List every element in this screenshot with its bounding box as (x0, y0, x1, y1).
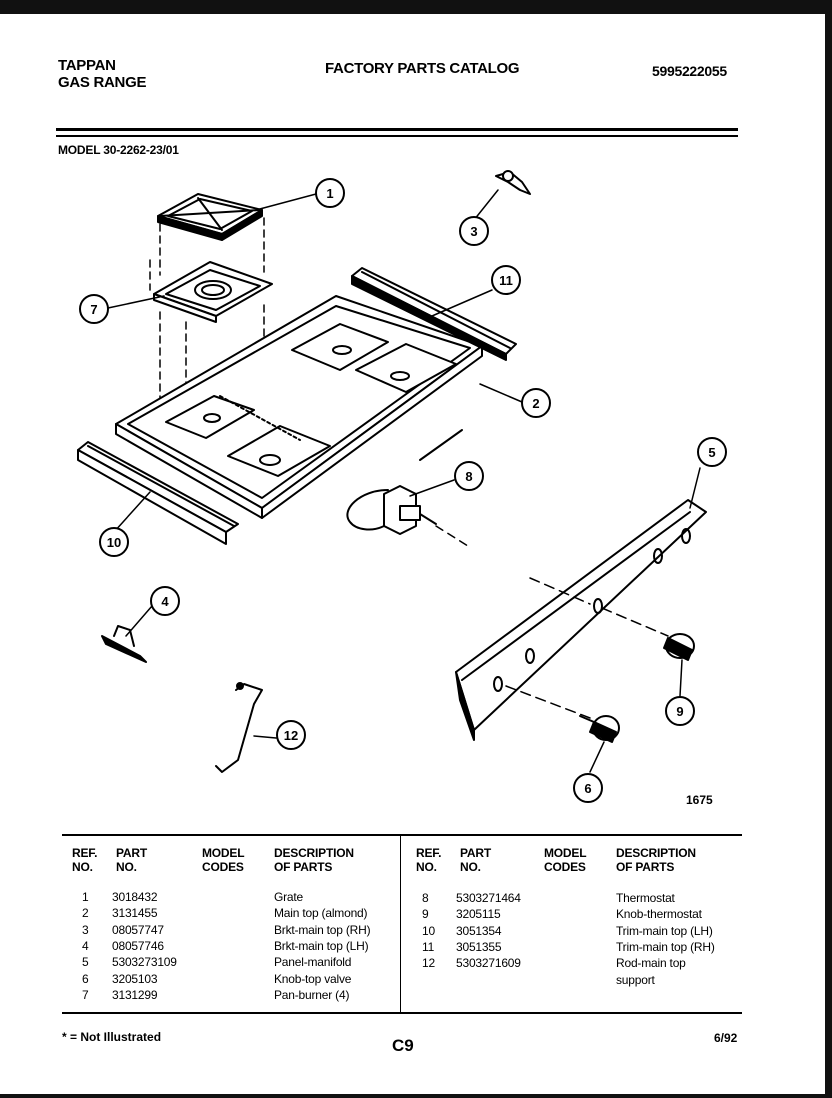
thermostat-part (346, 429, 469, 547)
cell-desc: Brkt-main top (RH) (274, 922, 371, 937)
trim-rh-part (351, 267, 517, 361)
table-bottom-rule (62, 1012, 742, 1014)
cell-ref: 9 (422, 907, 429, 922)
scan-border-bottom (0, 1094, 832, 1098)
header-rule-thin (56, 135, 738, 137)
cell-ref: 2 (82, 906, 89, 921)
cell-desc: Panel-manifold (274, 955, 352, 970)
table-top-rule (62, 834, 742, 836)
callout-label-12: 12 (284, 728, 298, 743)
callout-label-6: 6 (584, 781, 591, 796)
not-illustrated-note: * = Not Illustrated (62, 1030, 162, 1044)
cell-ref: 5 (82, 955, 89, 970)
catalog-date: 6/92 (714, 1031, 738, 1045)
cell-ref: 11 (422, 939, 435, 954)
callout-label-11: 11 (499, 273, 513, 288)
cell-desc: Rod-main top (616, 956, 686, 971)
cell-part: 5303271464 (456, 891, 521, 905)
cell-ref: 6 (82, 971, 89, 986)
product-name: GAS RANGE (58, 74, 147, 91)
cell-desc: Trim-main top (RH) (616, 939, 715, 954)
callout-circle-8 (454, 461, 484, 491)
callout-label-10: 10 (107, 535, 121, 550)
catalog-title: FACTORY PARTS CATALOG (325, 60, 520, 77)
page-number: C9 (392, 1036, 414, 1055)
callout-circle-6 (573, 773, 603, 803)
cell-ref: 7 (82, 987, 89, 1002)
cell-ref: 3 (82, 922, 89, 937)
callout-circle-1 (315, 178, 345, 208)
callout-label-9: 9 (676, 704, 683, 719)
figure-number: 1675 (686, 793, 713, 807)
cell-ref: 10 (422, 923, 435, 938)
callout-circle-3 (459, 216, 489, 246)
cell-part: 5303273109 (112, 955, 177, 970)
knob-top-valve-part (579, 715, 620, 743)
table-column-divider (400, 836, 401, 1012)
cell-part: 3051354 (456, 923, 502, 938)
knob-thermostat-part (663, 633, 695, 661)
callout-circle-2 (521, 388, 551, 418)
callout-circle-12 (276, 720, 306, 750)
catalog-number: 5995222055 (652, 63, 727, 79)
header-rule-thick (56, 128, 738, 131)
header-ref-left: REF.NO. (72, 846, 98, 874)
callout-circle-11 (491, 265, 521, 295)
callout-label-8: 8 (465, 469, 472, 484)
cell-part: 3131455 (112, 906, 158, 921)
cell-part: 3018432 (112, 890, 158, 904)
callout-label-2: 2 (532, 396, 539, 411)
header-ref-right: REF.NO. (416, 846, 442, 874)
callout-label-4: 4 (161, 594, 169, 609)
callout-circle-9 (665, 696, 695, 726)
callout-circle-10 (99, 527, 129, 557)
burner-pan-part (153, 261, 273, 323)
main-top-part (115, 295, 483, 519)
callout-label-3: 3 (470, 224, 477, 239)
cell-desc: Brkt-main top (LH) (274, 938, 369, 953)
callout-label-1: 1 (326, 186, 333, 201)
cell-part: 08057746 (112, 938, 164, 953)
cell-desc: Pan-burner (4) (274, 987, 350, 1002)
cell-desc: Grate (274, 890, 304, 904)
bracket-rh-part (495, 170, 531, 195)
callout-label-7: 7 (90, 302, 97, 317)
callout-label-5: 5 (708, 445, 715, 460)
cell-part: 3051355 (456, 939, 502, 954)
cell-desc: Main top (almond) (274, 906, 368, 921)
cell-ref: 12 (422, 956, 435, 971)
cell-part: 3205115 (456, 907, 501, 922)
callout-circle-5 (697, 437, 727, 467)
grate-part (157, 193, 263, 241)
rod-support-part (215, 682, 263, 773)
cell-desc: support (616, 972, 655, 987)
cell-part: 3131299 (112, 987, 158, 1002)
bracket-lh-part (101, 625, 147, 663)
cell-desc: Knob-thermostat (616, 907, 702, 922)
cell-ref: 1 (82, 890, 89, 904)
cell-part: 5303271609 (456, 956, 521, 971)
callout-circle-4 (150, 586, 180, 616)
cell-desc: Trim-main top (LH) (616, 923, 713, 938)
callout-circle-7 (79, 294, 109, 324)
cell-desc: Knob-top valve (274, 971, 352, 986)
cell-part: 3205103 (112, 971, 158, 986)
cell-ref: 8 (422, 891, 429, 905)
brand-name: TAPPAN (58, 57, 116, 74)
model-line: MODEL 30-2262-23/01 (58, 143, 179, 157)
trim-lh-part (77, 441, 239, 545)
cell-part: 08057747 (112, 922, 164, 937)
cell-ref: 4 (82, 938, 89, 953)
cell-desc: Thermostat (616, 891, 675, 905)
scan-border-top (0, 0, 832, 14)
manifold-panel-part (455, 499, 707, 741)
scan-border-right (825, 0, 832, 1098)
